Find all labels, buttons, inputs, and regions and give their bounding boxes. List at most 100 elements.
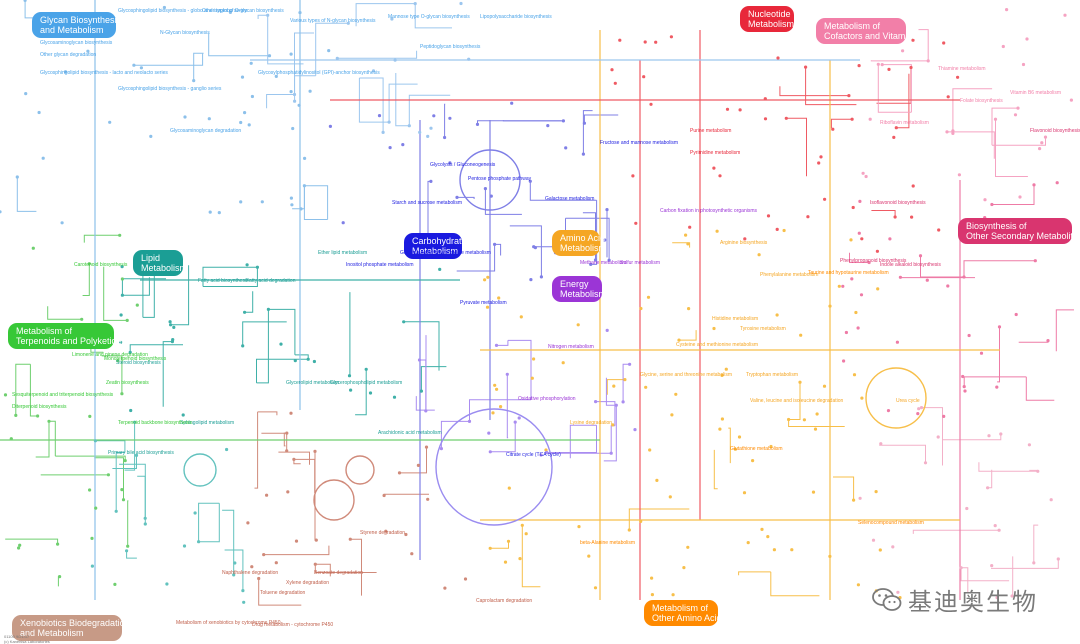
compound-node[interactable] [737,435,742,439]
compound-node[interactable] [852,498,856,502]
compound-node[interactable] [859,293,864,297]
pathway-label[interactable]: Glycosphingolipid biosynthesis - lacto a… [40,70,168,76]
compound-node[interactable] [257,576,261,581]
compound-node[interactable] [688,225,692,229]
pathway-label[interactable]: Flavonoid biosynthesis [1030,128,1080,134]
compound-node[interactable] [639,519,643,524]
compound-node[interactable] [986,486,990,490]
compound-node[interactable] [613,81,617,85]
compound-node[interactable] [381,130,385,134]
compound-node[interactable] [876,62,880,66]
compound-node[interactable] [627,528,631,532]
compound-node[interactable] [404,532,408,537]
pathway-label[interactable]: Urea cycle [896,398,920,404]
compound-node[interactable] [410,552,414,556]
pathway-label[interactable]: Starch and sucrose metabolism [392,200,463,206]
compound-node[interactable] [849,238,853,242]
compound-node[interactable] [313,562,317,566]
pathway-label[interactable]: Primary bile acid biosynthesis [108,450,174,456]
compound-node[interactable] [168,320,172,324]
compound-node[interactable] [860,237,864,241]
compound-node[interactable] [134,453,139,457]
compound-node[interactable] [828,304,832,308]
compound-node[interactable] [1063,13,1067,17]
pathway-label[interactable]: Lipopolysaccharide biosynthesis [480,14,552,20]
compound-node[interactable] [648,448,652,452]
compound-node[interactable] [643,40,647,44]
compound-node[interactable] [1069,98,1073,102]
compound-node[interactable] [987,434,991,438]
compound-node[interactable] [1005,8,1009,12]
compound-node[interactable] [217,211,221,215]
compound-node[interactable] [384,529,388,533]
compound-node[interactable] [990,202,994,207]
compound-node[interactable] [119,340,123,344]
compound-node[interactable] [208,210,212,214]
category-cofactors[interactable]: Metabolism of Cofactors and Vitamins [816,18,917,44]
pathway-label[interactable]: Ether lipid metabolism [318,250,368,256]
category-lipid[interactable]: Lipid Metabolism [133,250,187,276]
compound-node[interactable] [182,544,187,548]
compound-node[interactable] [443,135,447,140]
compound-node[interactable] [14,413,18,417]
compound-node[interactable] [1025,37,1029,41]
compound-node[interactable] [1046,339,1050,343]
compound-node[interactable] [852,373,857,377]
compound-node[interactable] [806,215,810,219]
compound-node[interactable] [725,107,730,111]
compound-node[interactable] [893,215,897,219]
pathway-label[interactable]: Selenocompound metabolism [858,520,924,526]
compound-node[interactable] [674,392,678,396]
compound-node[interactable] [1018,195,1022,199]
compound-node[interactable] [455,195,459,199]
compound-node[interactable] [587,554,591,558]
compound-node[interactable] [274,74,278,78]
compound-node[interactable] [1055,181,1059,185]
pathway-label[interactable]: Xylene degradation [286,580,330,586]
compound-node[interactable] [861,171,865,175]
compound-node[interactable] [132,63,136,67]
compound-node[interactable] [335,56,339,60]
compound-node[interactable] [593,586,598,590]
compound-node[interactable] [951,129,955,133]
compound-node[interactable] [267,54,272,58]
pathway-label[interactable]: Pyruvate metabolism [460,300,507,306]
compound-node[interactable] [239,120,243,125]
pathway-label[interactable]: Benzoate degradation [314,570,363,576]
pathway-label[interactable]: Tyrosine metabolism [740,326,786,332]
compound-node[interactable] [649,102,653,106]
compound-node[interactable] [303,156,307,160]
compound-node[interactable] [646,295,651,299]
compound-node[interactable] [539,453,543,457]
pathway-label[interactable]: Styrene degradation [360,530,406,536]
compound-node[interactable] [285,431,289,435]
compound-node[interactable] [775,227,779,231]
compound-node[interactable] [60,221,64,225]
compound-node[interactable] [94,506,98,510]
compound-node[interactable] [302,184,306,188]
compound-node[interactable] [1032,561,1036,565]
compound-node[interactable] [811,490,816,494]
compound-node[interactable] [181,413,185,417]
compound-node[interactable] [532,357,536,361]
compound-node[interactable] [831,127,835,131]
compound-node[interactable] [990,564,994,568]
pathway-label[interactable]: Glycosaminoglycan biosynthesis [40,40,113,46]
compound-node[interactable] [0,210,2,214]
compound-node[interactable] [424,409,428,413]
pathway-label[interactable]: Glycine, serine and threonine metabolism [640,372,732,378]
compound-node[interactable] [171,338,175,342]
compound-node[interactable] [967,333,971,338]
compound-node[interactable] [486,275,490,279]
compound-node[interactable] [819,155,823,159]
compound-node[interactable] [467,419,472,423]
compound-node[interactable] [901,49,905,53]
compound-node[interactable] [961,374,965,379]
compound-node[interactable] [488,450,492,454]
compound-node[interactable] [88,488,92,492]
pathway-label[interactable]: Arginine biosynthesis [720,240,768,246]
compound-node[interactable] [1032,183,1036,187]
compound-node[interactable] [341,221,345,225]
compound-node[interactable] [529,278,533,282]
compound-node[interactable] [918,254,923,258]
